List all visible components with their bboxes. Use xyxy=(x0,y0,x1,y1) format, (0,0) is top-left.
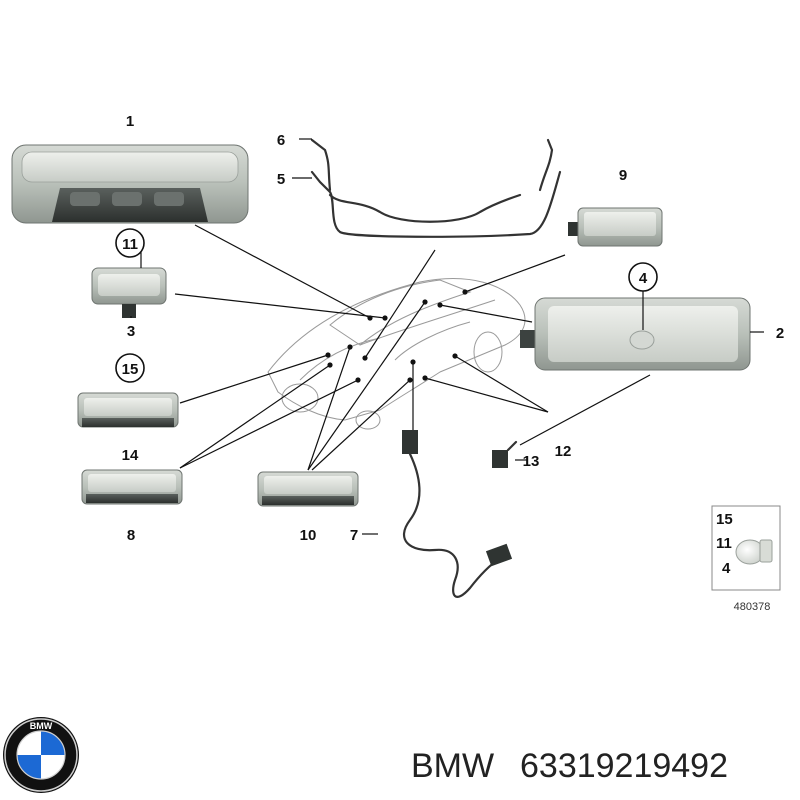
bulb-label-15: 15 xyxy=(716,511,733,528)
part-label-3: 3 xyxy=(127,323,135,340)
part-label-13: 13 xyxy=(523,453,540,470)
callout-circle-11 xyxy=(115,228,145,258)
wire-harness-6 xyxy=(310,138,554,192)
part-label-5: 5 xyxy=(277,171,285,188)
connector-13 xyxy=(492,440,518,468)
part-label-7: 7 xyxy=(350,527,358,544)
leader-dots xyxy=(325,289,468,383)
part-label-10: 10 xyxy=(300,527,317,544)
light-unit-9 xyxy=(568,207,663,247)
part-label-8: 8 xyxy=(127,527,135,544)
overhead-console-light xyxy=(11,144,249,224)
brand-name: BMW xyxy=(411,747,494,785)
bulb-icon xyxy=(735,539,773,565)
part-label-15: 15 xyxy=(122,361,139,378)
wire-harness-5 xyxy=(310,170,562,238)
part-label-14: 14 xyxy=(122,447,139,464)
callout-circle-15 xyxy=(115,353,145,383)
wire-harness-7 xyxy=(402,430,513,598)
part-number: 63319219492 xyxy=(520,747,728,785)
part-label-12: 12 xyxy=(555,443,572,460)
light-unit-14 xyxy=(77,392,179,428)
part-label-2: 2 xyxy=(776,325,784,342)
part-label-11: 11 xyxy=(122,236,138,253)
car-outline xyxy=(267,278,526,430)
bulb-label-4: 4 xyxy=(722,560,731,577)
light-unit-10 xyxy=(257,471,359,507)
light-unit-8 xyxy=(81,469,183,505)
light-unit-3 xyxy=(91,267,167,318)
bulb-label-11: 11 xyxy=(716,535,732,552)
part-label-9: 9 xyxy=(619,167,627,184)
part-label-4: 4 xyxy=(639,270,648,287)
bmw-logo-icon: BMW xyxy=(3,717,79,793)
part-label-1: 1 xyxy=(126,113,134,130)
part-label-6: 6 xyxy=(277,132,285,149)
light-unit-2 xyxy=(520,297,751,371)
logo-text: BMW xyxy=(30,721,53,731)
diagram-reference-number: 480378 xyxy=(734,601,771,613)
leader-lines xyxy=(130,138,764,535)
callout-circle-4 xyxy=(628,262,658,292)
bulb-inset: 15 11 4 xyxy=(711,505,781,591)
